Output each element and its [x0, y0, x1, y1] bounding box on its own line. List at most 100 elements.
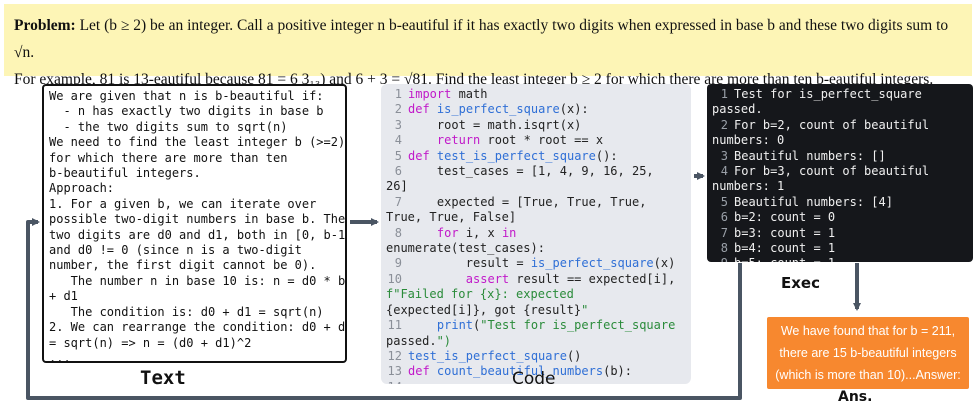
- text-line: We are given that n is b-beautiful if:: [49, 89, 324, 103]
- code-line-text: result = is_perfect_square(x): [408, 256, 676, 271]
- exec-panel-label: Exec: [781, 274, 820, 292]
- exec-line-number: 6: [720, 210, 728, 225]
- exec-line-number: 7: [720, 225, 728, 240]
- text-line: and d0 != 0 (since n is a two-digit: [49, 243, 302, 258]
- exec-line-text: b=3: count = 1: [734, 225, 836, 240]
- text-line: Approach:: [49, 181, 115, 196]
- exec-line-number: 5: [720, 194, 728, 209]
- code-line-text: return root * root == x: [436, 133, 604, 148]
- code-line-text: True, True, False]: [386, 210, 517, 225]
- code-line-text: {expected[i]}, got {result}": [386, 302, 589, 317]
- code-line: 26]: [386, 179, 686, 194]
- exec-line: passed.: [712, 102, 968, 117]
- code-line: 12 test_is_perfect_square(): [386, 349, 686, 364]
- text-line: 2. We can rearrange the condition: d0 + …: [49, 320, 347, 335]
- code-line-text: def count_beautiful_numbers(b):: [408, 364, 632, 379]
- code-line: 5 def test_is_perfect_square():: [386, 149, 686, 164]
- text-panel: We are given that n is b-beautiful if: -…: [42, 84, 347, 363]
- answer-line: (which is more than 10)...Answer: 211: [775, 368, 961, 404]
- code-line-number: 1: [394, 87, 402, 101]
- answer-box: We have found that for b = 211,there are…: [767, 317, 969, 404]
- code-line-number: 3: [394, 117, 402, 132]
- exec-line-text: b=5: count = 1: [734, 256, 835, 262]
- exec-line-text: Beautiful numbers: [4]: [734, 194, 893, 209]
- exec-line: numbers: 1: [712, 179, 968, 194]
- text-line: for which there are more than ten: [49, 150, 288, 165]
- code-line-number: 4: [394, 133, 402, 148]
- code-line: passed."): [386, 334, 686, 349]
- text-line: ...: [49, 350, 71, 363]
- exec-line-text: For b=3, count of beautiful: [734, 164, 930, 179]
- code-line-text: enumerate(test_cases):: [386, 241, 545, 256]
- exec-line: 9 b=5: count = 1: [712, 256, 968, 262]
- code-line-text: root = math.isqrt(x): [408, 117, 582, 132]
- code-line-text: def is_perfect_square(x):: [408, 102, 589, 117]
- code-panel-label: Code: [512, 369, 556, 389]
- code-line-text: assert result == expected[i],: [465, 271, 676, 286]
- code-line-number: 13: [387, 364, 402, 379]
- code-line-text: test_cases = [1, 4, 9, 16, 25,: [408, 164, 654, 179]
- arrow-feedback-loop: [26, 218, 742, 400]
- code-line: 7 expected = [True, True, True,: [386, 195, 686, 210]
- exec-line-text: Beautiful numbers: []: [734, 148, 886, 163]
- text-line: = sqrt(n) => n = (d0 + d1)^2: [49, 335, 252, 350]
- exec-line-text: numbers: 1: [712, 179, 785, 194]
- code-line: {expected[i]}, got {result}": [386, 303, 686, 318]
- exec-line-text: passed.: [712, 102, 763, 117]
- code-line: 10 assert result == expected[i],: [386, 272, 686, 287]
- text-line: We need to find the least integer b (>=2…: [49, 135, 346, 150]
- text-panel-label: Text: [140, 367, 186, 389]
- exec-line-number: 9: [712, 256, 728, 262]
- code-line: 13 def count_beautiful_numbers(b):: [386, 364, 686, 379]
- code-line-number: 5: [394, 148, 402, 163]
- problem-text-1: Let (b ≥ 2) be an integer. Call a positi…: [14, 17, 949, 61]
- exec-line: 5 Beautiful numbers: [4]: [712, 195, 968, 210]
- code-line-text: ...: [408, 380, 459, 384]
- code-line-text: test_is_perfect_square(): [408, 348, 582, 363]
- code-line-number: 2: [394, 102, 402, 117]
- text-line: The number n in base 10 is: n = d0 * b: [49, 273, 346, 288]
- text-line: number, the first digit cannot be 0).: [49, 258, 317, 273]
- problem-line-1: Problem: Let (b ≥ 2) be an integer. Call…: [14, 12, 962, 66]
- problem-heading: Problem:: [14, 17, 76, 34]
- text-line: - n has exactly two digits in base b: [49, 104, 324, 119]
- code-line-number: 6: [394, 164, 402, 179]
- exec-line-text: numbers: 0: [712, 133, 785, 148]
- text-line: b-beautiful integers.: [49, 166, 201, 181]
- answer-line: there are 15 b-beautiful integers: [779, 346, 957, 360]
- text-line: + d1: [49, 289, 78, 304]
- code-line: 4 return root * root == x: [386, 133, 686, 148]
- text-line: The condition is: d0 + d1 = sqrt(n): [49, 304, 324, 319]
- code-line-text: f"Failed for {x}: expected: [386, 287, 574, 302]
- exec-line-number: 3: [720, 148, 728, 163]
- code-line: 14 ...: [386, 380, 686, 384]
- code-line-number: 12: [387, 348, 402, 363]
- exec-line-number: 4: [720, 164, 728, 179]
- exec-line-text: b=4: count = 1: [734, 241, 836, 256]
- code-line-number: 10: [387, 271, 402, 286]
- code-line-text: import math: [408, 87, 488, 101]
- exec-line: numbers: 0: [712, 133, 968, 148]
- exec-line: 2 For b=2, count of beautiful: [712, 118, 968, 133]
- exec-line: 4 For b=3, count of beautiful: [712, 164, 968, 179]
- code-line: 9 result = is_perfect_square(x): [386, 256, 686, 271]
- problem-statement: Problem: Let (b ≥ 2) be an integer. Call…: [4, 4, 972, 88]
- code-line-text: 26]: [386, 179, 408, 194]
- code-line-number: 7: [394, 194, 402, 209]
- code-line-text: print("Test for is_perfect_square: [436, 318, 676, 333]
- text-line: - the two digits sum to sqrt(n): [49, 119, 288, 134]
- exec-line-text: For b=2, count of beautiful: [734, 117, 930, 132]
- exec-line-number: 8: [720, 241, 728, 256]
- code-line-text: passed."): [386, 333, 452, 348]
- code-line: 1 import math: [386, 87, 686, 102]
- code-line-text: def test_is_perfect_square():: [408, 148, 618, 163]
- exec-line: 3 Beautiful numbers: []: [712, 149, 968, 164]
- exec-line-number: 2: [720, 117, 728, 132]
- code-line: True, True, False]: [386, 210, 686, 225]
- answer-label: Ans.: [838, 389, 873, 405]
- code-line: 2 def is_perfect_square(x):: [386, 102, 686, 117]
